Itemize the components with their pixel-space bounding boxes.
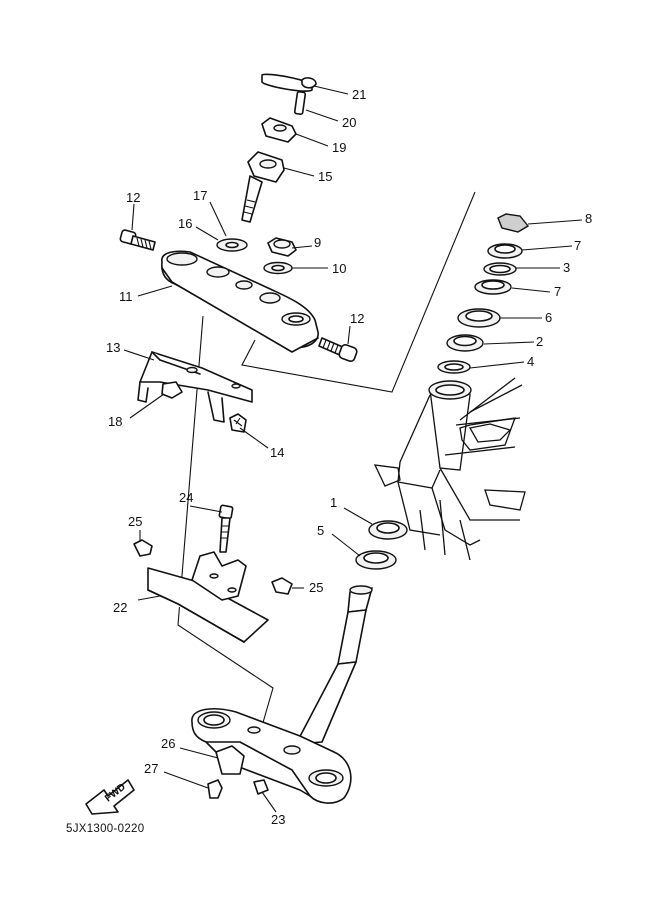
callout-19: 19 bbox=[332, 140, 346, 155]
callout-11: 11 bbox=[119, 289, 133, 304]
callout-22: 22 bbox=[113, 600, 127, 615]
callout-13: 13 bbox=[106, 340, 120, 355]
lower-bracket-22 bbox=[133, 504, 293, 643]
lower-bearing-seal bbox=[355, 520, 408, 570]
part-code: 5JX1300-0220 bbox=[66, 823, 144, 835]
callout-10: 10 bbox=[332, 261, 346, 276]
bearing-stack bbox=[437, 213, 530, 374]
steering-stem bbox=[295, 585, 373, 745]
callout-5: 5 bbox=[317, 523, 324, 538]
leader-lines bbox=[123, 85, 583, 813]
callout-12-left: 12 bbox=[126, 190, 140, 205]
callout-20: 20 bbox=[342, 115, 356, 130]
fwd-arrow-icon: FWD bbox=[85, 779, 135, 815]
callout-7-top: 7 bbox=[574, 238, 581, 253]
callout-4: 4 bbox=[527, 354, 534, 369]
callout-2: 2 bbox=[536, 334, 543, 349]
callout-14: 14 bbox=[270, 445, 284, 460]
small-fasteners-upper bbox=[216, 237, 297, 275]
bolt-12-right bbox=[318, 337, 358, 362]
callout-numbers: 21 20 19 15 17 16 12 9 10 11 12 13 18 14… bbox=[106, 87, 592, 827]
callout-21: 21 bbox=[352, 87, 366, 102]
callout-12-right: 12 bbox=[350, 311, 364, 326]
callout-1: 1 bbox=[330, 495, 337, 510]
handlebar-holder-assembly bbox=[241, 73, 317, 223]
callout-26: 26 bbox=[161, 736, 175, 751]
callout-17: 17 bbox=[193, 188, 207, 203]
callout-8: 8 bbox=[585, 211, 592, 226]
callout-18: 18 bbox=[108, 414, 122, 429]
callout-25-left: 25 bbox=[128, 514, 142, 529]
callout-15: 15 bbox=[318, 169, 332, 184]
under-bracket bbox=[191, 708, 352, 804]
callout-25-right: 25 bbox=[309, 580, 323, 595]
upper-bracket bbox=[161, 250, 319, 353]
callout-27: 27 bbox=[144, 761, 158, 776]
frame-steering-head bbox=[373, 377, 526, 561]
callout-6: 6 bbox=[545, 310, 552, 325]
callout-24: 24 bbox=[179, 490, 193, 505]
callout-16: 16 bbox=[178, 216, 192, 231]
meter-bracket-13 bbox=[137, 351, 253, 433]
callout-23: 23 bbox=[271, 812, 285, 827]
callout-9: 9 bbox=[314, 235, 321, 250]
callout-3: 3 bbox=[563, 260, 570, 275]
guide-lines bbox=[177, 191, 476, 734]
bolt-12-left bbox=[119, 229, 156, 251]
callout-7-bottom: 7 bbox=[554, 284, 561, 299]
